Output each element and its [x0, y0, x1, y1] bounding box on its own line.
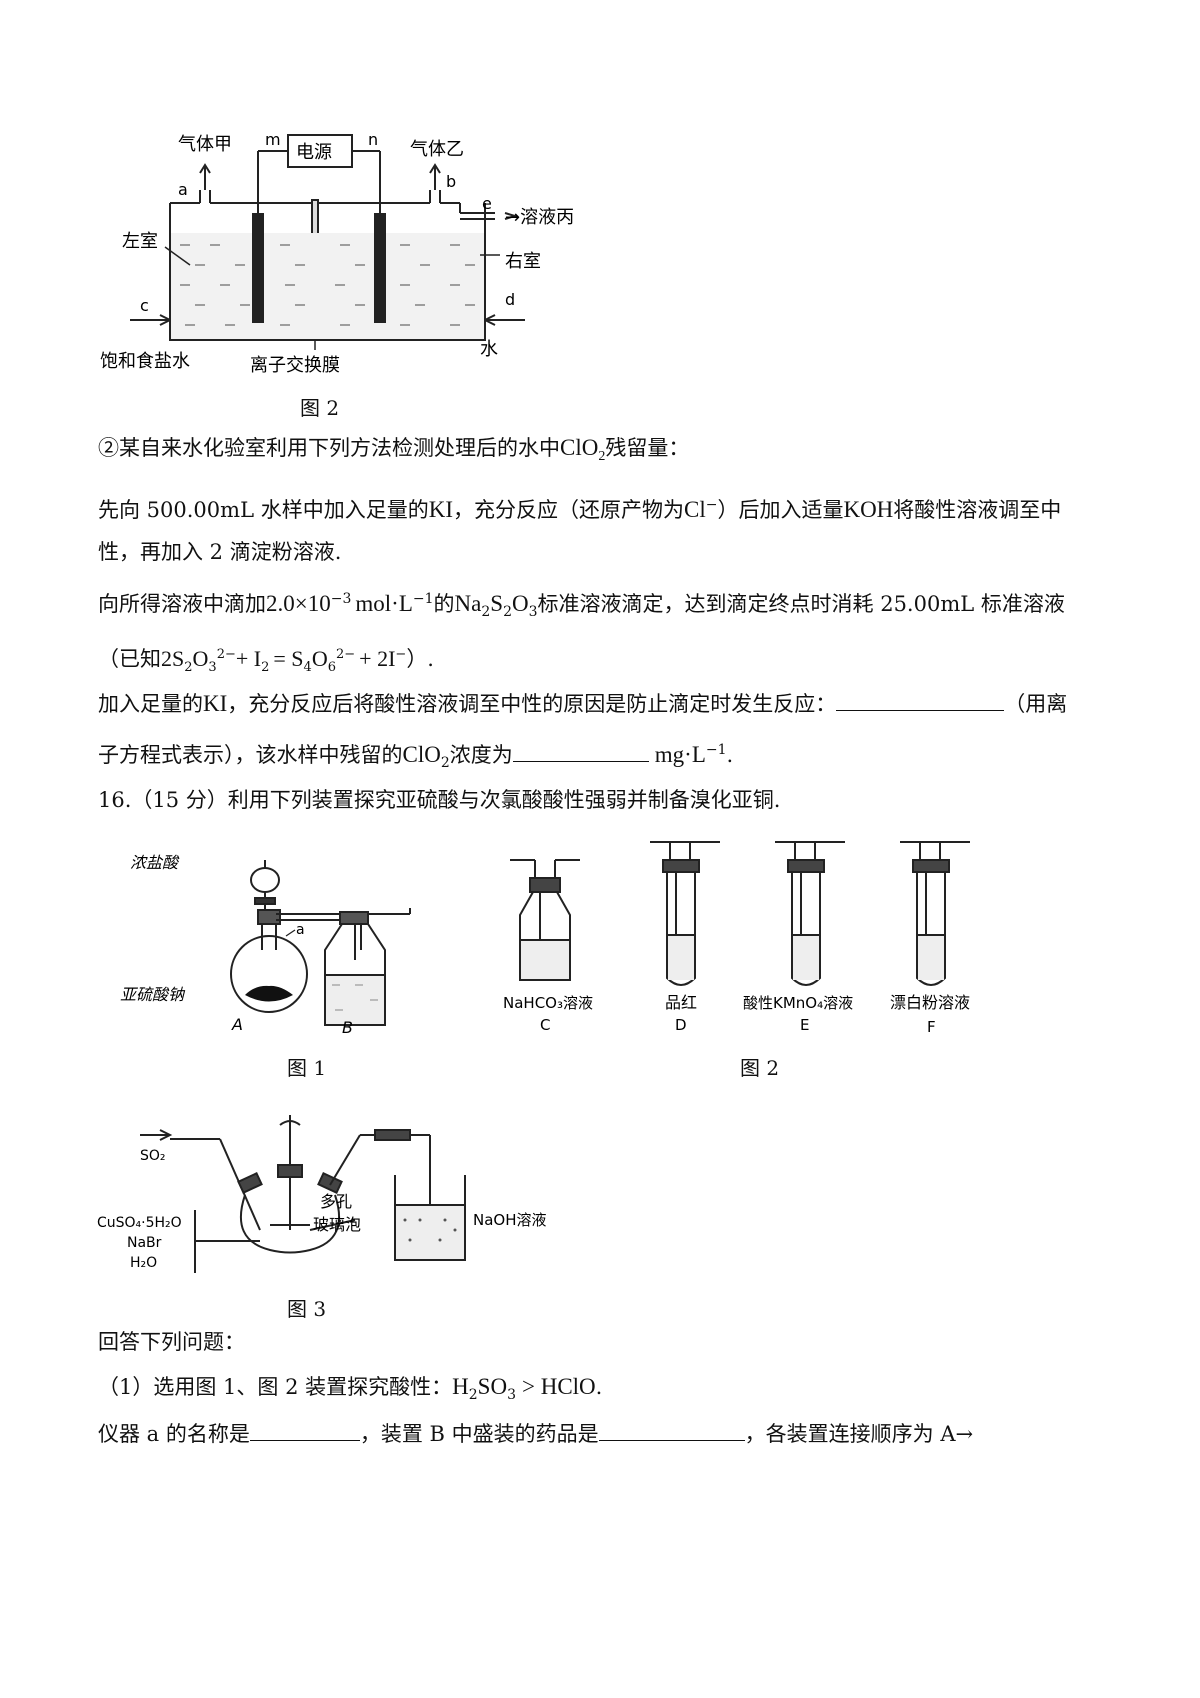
A-label: A	[231, 1015, 243, 1034]
membrane-label: 离子交换膜	[250, 355, 340, 376]
n-label: n	[368, 130, 378, 149]
answer-blank[interactable]	[836, 688, 1005, 711]
water-label: 水	[480, 339, 498, 360]
porous-label-1: 多孔	[320, 1192, 352, 1211]
e-label: e	[482, 194, 492, 213]
reagent-nabr-label: NaBr	[127, 1235, 162, 1251]
answer-blank[interactable]	[249, 1418, 360, 1441]
b-label: b	[446, 172, 456, 191]
brine-label: 饱和食盐水	[100, 351, 190, 372]
D-label: D	[675, 1016, 687, 1034]
text-line: 性，再加入 2 滴淀粉溶液.	[98, 540, 342, 564]
E-reagent-label: 酸性KMnO₄溶液	[743, 994, 853, 1012]
answer-blank[interactable]	[512, 739, 649, 762]
text-line: ②某自来水化验室利用下列方法检测处理后的水中ClO2残留量：	[98, 435, 690, 465]
text-line: 先向 500.00mL 水样中加入足量的KI，充分反应（还原产物为Cl−）后加入…	[98, 497, 1062, 522]
reagent-h2o-label: H₂O	[130, 1255, 157, 1271]
d-label: d	[505, 290, 515, 309]
F-label: F	[927, 1018, 936, 1036]
question-1-blanks: 仪器 a 的名称是，装置 B 中盛装的药品是，各装置连接顺序为 A→	[98, 1418, 973, 1449]
figure-3-caption: 图 3	[287, 1297, 327, 1321]
text-line: 加入足量的KI，充分反应后将酸性溶液调至中性的原因是防止滴定时发生反应：（用离	[98, 688, 1067, 719]
a-label: a	[178, 180, 188, 199]
C-label: C	[540, 1016, 550, 1034]
gas-a-label: 气体甲	[178, 134, 232, 155]
na2so3-label: 亚硫酸钠	[120, 985, 186, 1004]
naoh-label: NaOH溶液	[473, 1211, 547, 1229]
conc-hcl-label: 浓盐酸	[130, 853, 180, 872]
figure-1-apparatus: 浓盐酸 a 亚硫酸钠 A B	[120, 853, 411, 1037]
instrument-a-label: a	[296, 922, 305, 938]
answer-intro: 回答下列问题：	[98, 1330, 245, 1354]
right-room-label: 右室	[505, 251, 541, 272]
m-label: m	[265, 130, 281, 149]
figure-1-caption: 图 1	[287, 1056, 327, 1080]
B-label: B	[342, 1018, 353, 1037]
reagent-cuso4-label: CuSO₄·5H₂O	[97, 1215, 182, 1231]
gas-b-label: 气体乙	[410, 139, 464, 160]
solution-c-label: →溶液丙	[505, 207, 574, 228]
figure-3-apparatus: SO₂ CuSO₄·5H₂O NaBr H₂O 多孔 玻璃泡 NaOH溶液	[97, 1115, 547, 1273]
D-reagent-label: 品红	[665, 993, 697, 1012]
question-16-title: 16.（15 分）利用下列装置探究亚硫酸与次氯酸酸性强弱并制备溴化亚铜.	[98, 788, 781, 812]
E-label: E	[800, 1016, 809, 1034]
C-reagent-label: NaHCO₃溶液	[503, 994, 593, 1012]
porous-label-2: 玻璃泡	[313, 1215, 361, 1234]
text-line: （已知2S2O32−+ I2= S4O62−+ 2I−）.	[98, 646, 434, 676]
so2-label: SO₂	[140, 1148, 166, 1164]
figure-caption: 图 2	[300, 396, 340, 420]
F-reagent-label: 漂白粉溶液	[890, 993, 970, 1012]
left-room-label: 左室	[122, 231, 158, 252]
question-1: （1）选用图 1、图 2 装置探究酸性：H2SO3> HClO.	[98, 1374, 603, 1404]
answer-blank[interactable]	[598, 1418, 745, 1441]
figure-2-caption: 图 2	[740, 1056, 780, 1080]
c-label: c	[140, 296, 149, 315]
power-label: 电源	[296, 142, 332, 163]
electrolysis-figure: 气体甲 m 电源 n 气体乙 a b e →溶液丙 左室 右室 c d 饱和食盐…	[100, 130, 574, 376]
figure-2-apparatus: NaHCO₃溶液 C 品红 D 酸性KMnO₄溶液 E 漂白粉溶液 F	[503, 841, 970, 1036]
